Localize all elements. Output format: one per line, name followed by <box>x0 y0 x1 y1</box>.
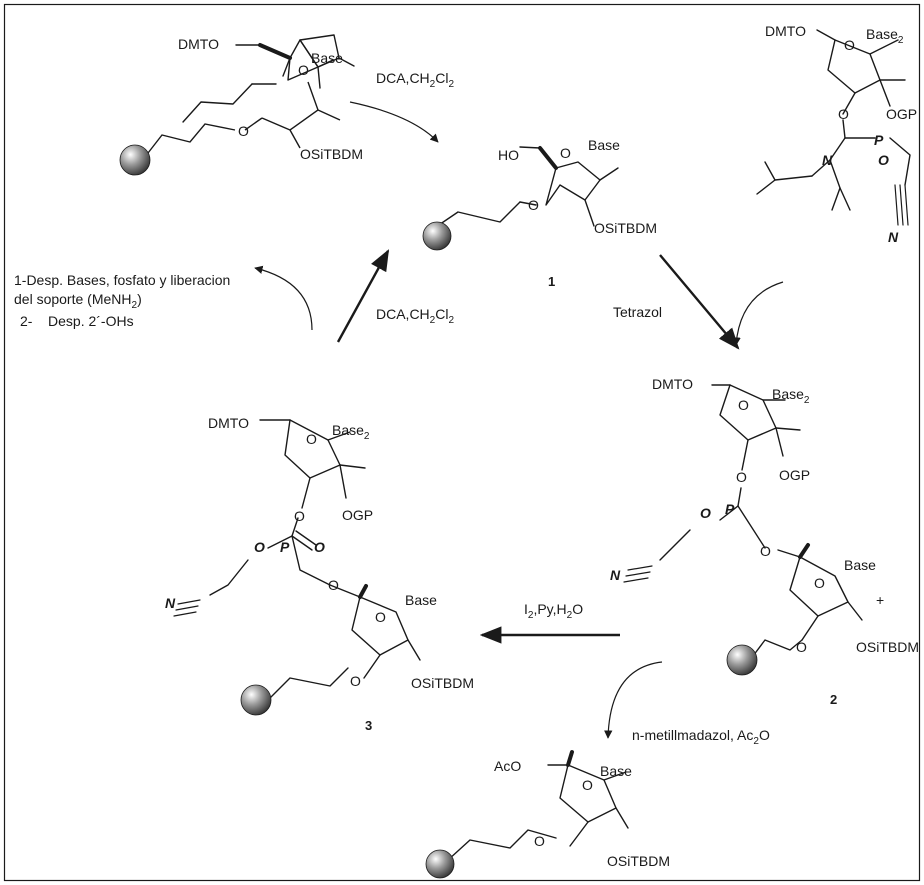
label-o-3: O <box>350 673 361 689</box>
label-osi-1: OSiTBDM <box>594 220 657 236</box>
arrow-tetrazol-curve <box>732 281 784 346</box>
label-base-start: Base <box>311 50 343 66</box>
label-o-cyano-3: O <box>254 539 265 555</box>
label-p-amidite: P <box>874 132 884 148</box>
start-linker <box>147 123 236 154</box>
label-ogp-3: OGP <box>342 507 373 523</box>
compound-1-structure <box>429 146 619 232</box>
label-o-1: O <box>528 197 539 213</box>
label-o5-3: O <box>328 577 339 593</box>
compound-2-structure <box>623 384 863 661</box>
label-osi-capped: OSiTBDM <box>607 853 670 869</box>
label-o-2: O <box>796 639 807 655</box>
phosphoramidite-structure <box>756 29 911 226</box>
label-o5-2: O <box>760 543 771 559</box>
label-osi-3: OSiTBDM <box>411 675 474 691</box>
arrow-detritylation-cycle <box>336 249 390 343</box>
compound-number-2: 2 <box>830 692 837 707</box>
resin-bead-3 <box>240 684 272 716</box>
label-o2-amidite: O <box>878 152 889 168</box>
label-ring-o-1: O <box>560 145 571 161</box>
label-nitrile-2: N <box>610 567 621 583</box>
label-nitrile-3: N <box>165 595 176 611</box>
frame-border <box>3 3 921 882</box>
reagent-tetrazol: Tetrazol <box>613 304 662 320</box>
label-base2-2: Base2 <box>772 386 810 406</box>
label-p-3: P <box>280 539 290 555</box>
resin-bead-2 <box>726 644 758 676</box>
label-oxo-3: O <box>314 539 325 555</box>
label-ring-o2-2: O <box>814 575 825 591</box>
label-base2-3: Base2 <box>332 422 370 442</box>
label-ring-o2-3: O <box>375 609 386 625</box>
arrow-detritylation-top <box>349 101 439 143</box>
label-dmto-amidite: DMTO <box>765 23 806 39</box>
label-nitrile-amidite: N <box>888 229 899 245</box>
resin-bead-1 <box>422 221 452 251</box>
resin-bead-start <box>119 144 151 176</box>
label-base-1: Base <box>588 137 620 153</box>
label-ring-o-amidite: O <box>844 37 855 53</box>
label-ring-o-3: O <box>306 431 317 447</box>
arrow-coupling <box>659 254 740 350</box>
label-aco: AcO <box>494 758 521 774</box>
capped-nucleoside-structure <box>447 750 629 861</box>
reagent-iodine: I2,Py,H2O <box>524 601 583 621</box>
reagent-capping: n-metillmadazol, Ac2O <box>632 727 770 747</box>
label-ho: HO <box>498 147 519 163</box>
label-o-capped: O <box>534 833 545 849</box>
label-o-cyano-2: O <box>700 505 711 521</box>
label-plus: + <box>876 592 884 608</box>
label-o3-3: O <box>294 508 305 524</box>
compound-number-1: 1 <box>548 274 555 289</box>
deprotection-line-1: 1-Desp. Bases, fosfato y liberacion <box>14 272 230 288</box>
label-n-amidite: N <box>822 152 833 168</box>
reagent-dca-mid: DCA,CH2Cl2 <box>376 306 454 326</box>
linker-chain <box>182 83 253 123</box>
label-base-3: Base <box>405 592 437 608</box>
label-base-2: Base <box>844 557 876 573</box>
label-p-2: P <box>725 501 735 517</box>
compound-3-structure <box>173 419 421 701</box>
compound-number-3: 3 <box>365 718 372 733</box>
label-dmto-2: DMTO <box>652 376 693 392</box>
label-osi-start: OSiTBDM <box>300 146 363 162</box>
arrow-capping <box>604 661 663 739</box>
label-o-start: O <box>238 123 249 139</box>
label-base-capped: Base <box>600 763 632 779</box>
label-ring-o-capped: O <box>582 777 593 793</box>
deprotection-line-3: 2- Desp. 2´-OHs <box>20 313 134 329</box>
label-dmto-3: DMTO <box>208 415 249 431</box>
resin-bead-capped <box>425 849 455 879</box>
label-ring-o-start: O <box>298 62 309 78</box>
label-dmto-start: DMTO <box>178 36 219 52</box>
arrow-deprotection <box>254 265 313 331</box>
label-ogp-amidite: OGP <box>886 106 917 122</box>
deprotection-line-2: del soporte (MeNH2) <box>14 291 142 311</box>
reagent-dca-top: DCA,CH2Cl2 <box>376 70 454 90</box>
label-o3-2: O <box>736 469 747 485</box>
start-nucleoside <box>182 34 355 123</box>
label-ogp-2: OGP <box>779 467 810 483</box>
label-ring-o-2: O <box>738 397 749 413</box>
label-o-amidite: O <box>838 106 849 122</box>
label-osi-2: OSiTBDM <box>856 639 919 655</box>
label-base2-amidite: Base2 <box>866 26 904 46</box>
